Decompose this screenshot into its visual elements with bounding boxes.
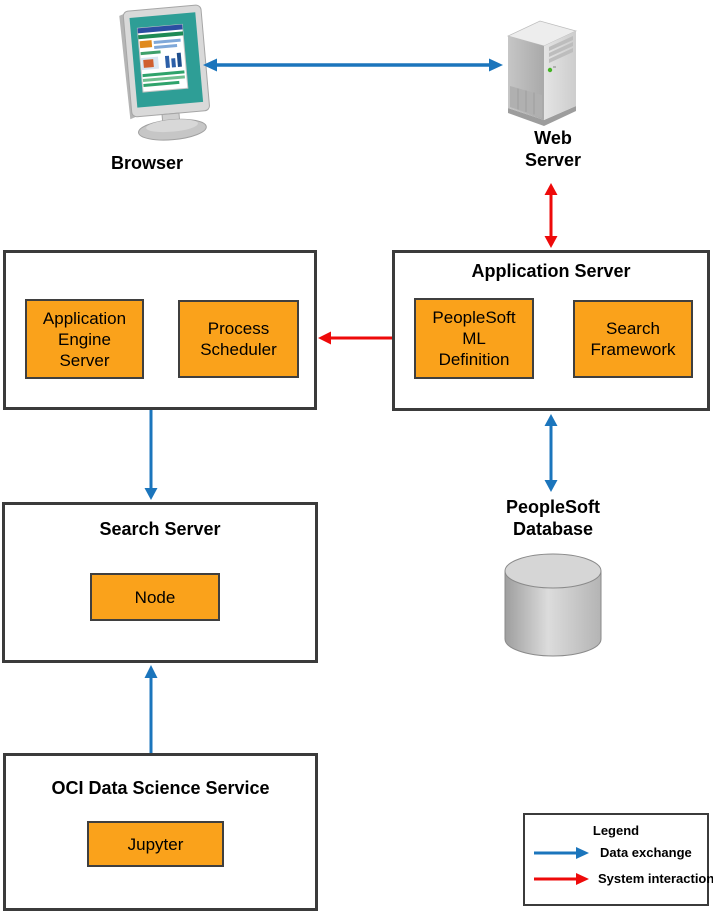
application-engine-server-box: Application Engine Server <box>25 299 144 379</box>
peoplesoft-ml-definition-box: PeopleSoft ML Definition <box>414 298 534 379</box>
browser-monitor-icon <box>119 4 210 141</box>
arrow-batch-searchserver <box>144 410 158 500</box>
search-framework-box: Search Framework <box>573 300 693 378</box>
arrow-webserver-appserver <box>544 183 558 248</box>
legend-system-interaction-arrow-icon <box>534 873 589 885</box>
arrow-oci-searchserver <box>144 665 158 753</box>
process-scheduler-box: Process Scheduler <box>178 300 299 378</box>
node-box: Node <box>90 573 220 621</box>
peoplesoft-database-icon <box>504 553 602 657</box>
web-server-label: Web Server <box>524 128 582 170</box>
legend-box: Legend Data exchange System interaction <box>523 813 713 906</box>
legend-data-exchange-label: Data exchange <box>600 845 692 860</box>
search-server-box: Search Server Node <box>2 502 318 663</box>
arrow-appserver-database <box>544 414 558 492</box>
legend-system-interaction-label: System interaction <box>598 871 713 886</box>
oci-data-science-box: OCI Data Science Service Jupyter <box>3 753 318 911</box>
legend-title: Legend <box>592 823 640 838</box>
jupyter-box: Jupyter <box>87 821 224 867</box>
batch-server-box: Application Engine Server Process Schedu… <box>3 250 317 410</box>
search-server-title: Search Server <box>99 519 221 539</box>
application-server-box: Application Server PeopleSoft ML Definit… <box>392 250 710 411</box>
browser-label: Browser <box>110 153 184 173</box>
web-server-icon <box>506 20 578 126</box>
legend-data-exchange-arrow-icon <box>534 847 589 859</box>
peoplesoft-database-label: PeopleSoft Database <box>505 497 600 539</box>
arrow-browser-webserver <box>203 58 503 72</box>
oci-data-science-title: OCI Data Science Service <box>51 778 270 798</box>
arrow-appserver-batch <box>318 331 392 345</box>
application-server-title: Application Server <box>471 261 631 281</box>
